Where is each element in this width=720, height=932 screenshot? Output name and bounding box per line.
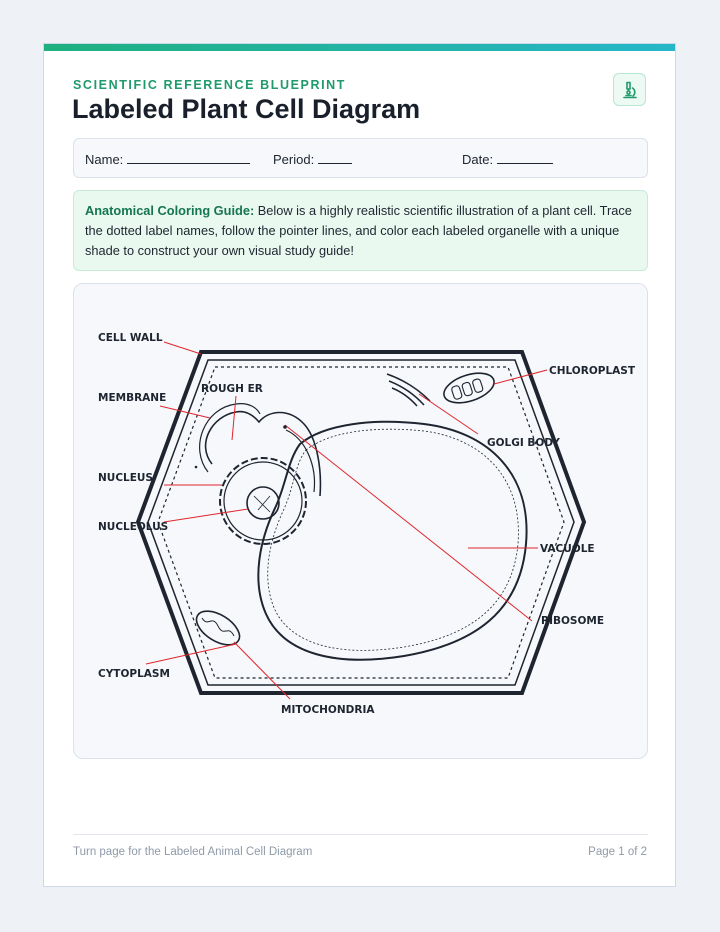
label-mitochondria: MITOCHONDRIA xyxy=(281,704,375,716)
date-blank[interactable] xyxy=(497,152,554,164)
label-golgi-body: GOLGI BODY xyxy=(487,437,560,449)
label-nucleus: NUCLEUS xyxy=(98,472,153,484)
er-dot xyxy=(194,465,198,469)
nucleus-shape xyxy=(219,457,307,545)
label-cytoplasm: CYTOPLASM xyxy=(98,668,170,680)
cytoplasm-boundary xyxy=(157,366,565,679)
period-label: Period: xyxy=(273,152,315,167)
microscope-badge xyxy=(613,73,646,106)
rough-er-inner xyxy=(199,403,261,473)
label-rough-er: ROUGH ER xyxy=(201,383,263,395)
rough-er-outer xyxy=(285,429,316,493)
period-field[interactable]: Period: xyxy=(273,152,353,167)
mitochondria-cristae xyxy=(201,617,235,637)
mitochondria-shape xyxy=(195,610,241,646)
name-blank[interactable] xyxy=(127,152,251,164)
cell-wall-shape xyxy=(135,350,587,695)
label-membrane: MEMBRANE xyxy=(98,392,166,404)
ribosome-shape xyxy=(283,425,287,429)
footer-note: Turn page for the Labeled Animal Cell Di… xyxy=(73,846,313,858)
worksheet-page: SCIENTIFIC REFERENCE BLUEPRINT Labeled P… xyxy=(43,43,676,887)
coloring-guide: Anatomical Coloring Guide: Below is a hi… xyxy=(73,190,648,271)
pointer-golgi xyxy=(418,393,479,435)
pointer-membrane xyxy=(159,405,211,419)
student-info-bar: Name: Period: Date: xyxy=(73,138,648,178)
label-vacuole: VACUOLE xyxy=(540,543,595,555)
pointer-cytoplasm xyxy=(145,643,237,665)
name-field[interactable]: Name: xyxy=(85,152,251,167)
chloroplast-thylakoids xyxy=(451,378,484,400)
guide-body: Below is a highly realistic scientific i… xyxy=(85,203,632,258)
footer-divider xyxy=(73,834,648,835)
diagram-panel: CELL WALL MEMBRANE ROUGH ER NUCLEUS NUCL… xyxy=(73,283,648,759)
nucleolus-detail xyxy=(253,495,271,513)
date-label: Date: xyxy=(462,152,494,167)
guide-lead: Anatomical Coloring Guide: xyxy=(85,203,255,218)
accent-bar xyxy=(44,44,675,51)
pointer-chloroplast xyxy=(493,369,548,385)
plant-cell-diagram: CELL WALL MEMBRANE ROUGH ER NUCLEUS NUCL… xyxy=(98,332,636,716)
microscope-icon xyxy=(622,81,637,98)
membrane-shape xyxy=(147,359,575,686)
label-ribosome: RIBOSOME xyxy=(541,615,604,627)
page-title: Labeled Plant Cell Diagram xyxy=(72,94,421,124)
label-chloroplast: CHLOROPLAST xyxy=(549,365,636,377)
pointer-ribosome xyxy=(284,424,533,622)
golgi-shape xyxy=(386,373,431,407)
pointer-lines xyxy=(145,341,548,700)
date-field[interactable]: Date: xyxy=(462,152,554,167)
vacuole-shape xyxy=(257,420,528,661)
rough-er-shape xyxy=(204,410,322,497)
nucleolus-shape xyxy=(246,486,280,520)
pointer-rough-er xyxy=(231,395,237,441)
label-cell-wall: CELL WALL xyxy=(98,332,163,344)
kicker-label: SCIENTIFIC REFERENCE BLUEPRINT xyxy=(73,78,347,92)
chloroplast-shape xyxy=(443,372,495,404)
nucleus-inner xyxy=(223,461,303,541)
pointer-cell-wall xyxy=(163,341,202,355)
page-number: Page 1 of 2 xyxy=(588,846,647,858)
label-nucleolus: NUCLEOLUS xyxy=(98,521,168,533)
period-blank[interactable] xyxy=(318,152,353,164)
name-label: Name: xyxy=(85,152,124,167)
pointer-nucleolus xyxy=(163,508,249,523)
pointer-mitochondria xyxy=(233,641,291,700)
vacuole-inner xyxy=(267,428,519,651)
